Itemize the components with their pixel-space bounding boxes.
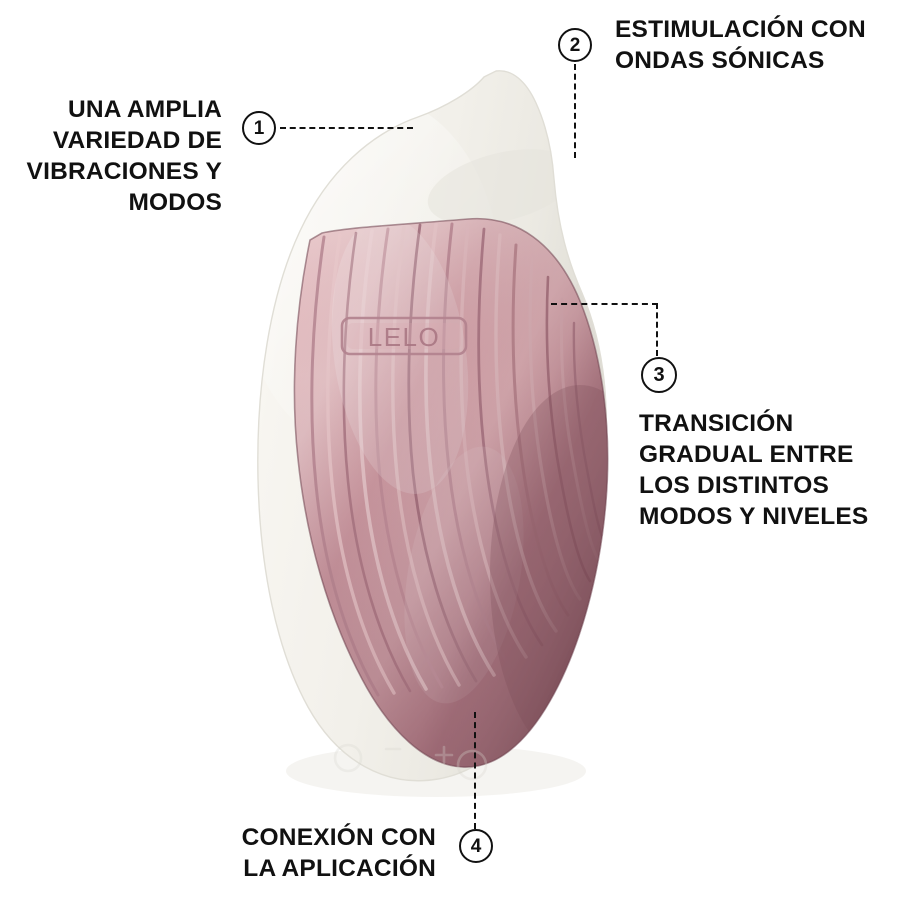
callout-text-3: TRANSICIÓN GRADUAL ENTRE LOS DISTINTOS M…	[639, 410, 869, 530]
callout-marker-1[interactable]: 1	[242, 111, 276, 145]
product-illustration: LELO	[250, 55, 630, 800]
lelo-logo-text: LELO	[368, 322, 441, 352]
leader-line-1	[280, 127, 413, 129]
callout-marker-2-number: 2	[569, 34, 581, 56]
product-body	[257, 70, 607, 782]
callout-marker-3-number: 3	[653, 364, 665, 386]
callout-marker-4[interactable]: 4	[459, 829, 493, 863]
callout-marker-2[interactable]: 2	[558, 28, 592, 62]
leader-line-3-horizontal	[551, 303, 658, 305]
leader-line-3-vertical	[656, 303, 658, 356]
callout-text-1: UNA AMPLIA VARIEDAD DE VIBRACIONES Y MOD…	[26, 96, 222, 216]
leader-line-4	[474, 712, 476, 829]
control-buttons-embossed	[333, 743, 488, 781]
callout-marker-1-number: 1	[253, 117, 265, 139]
rose-gold-panel	[293, 217, 609, 768]
callout-text-2: ESTIMULACIÓN CON ONDAS SÓNICAS	[615, 16, 866, 74]
lelo-logo-plaque: LELO	[340, 316, 468, 356]
leader-line-2	[574, 64, 576, 158]
callout-marker-4-number: 4	[470, 835, 482, 857]
callout-marker-3[interactable]: 3	[641, 357, 677, 393]
callout-text-4: CONEXIÓN CON LA APLICACIÓN	[241, 824, 436, 882]
